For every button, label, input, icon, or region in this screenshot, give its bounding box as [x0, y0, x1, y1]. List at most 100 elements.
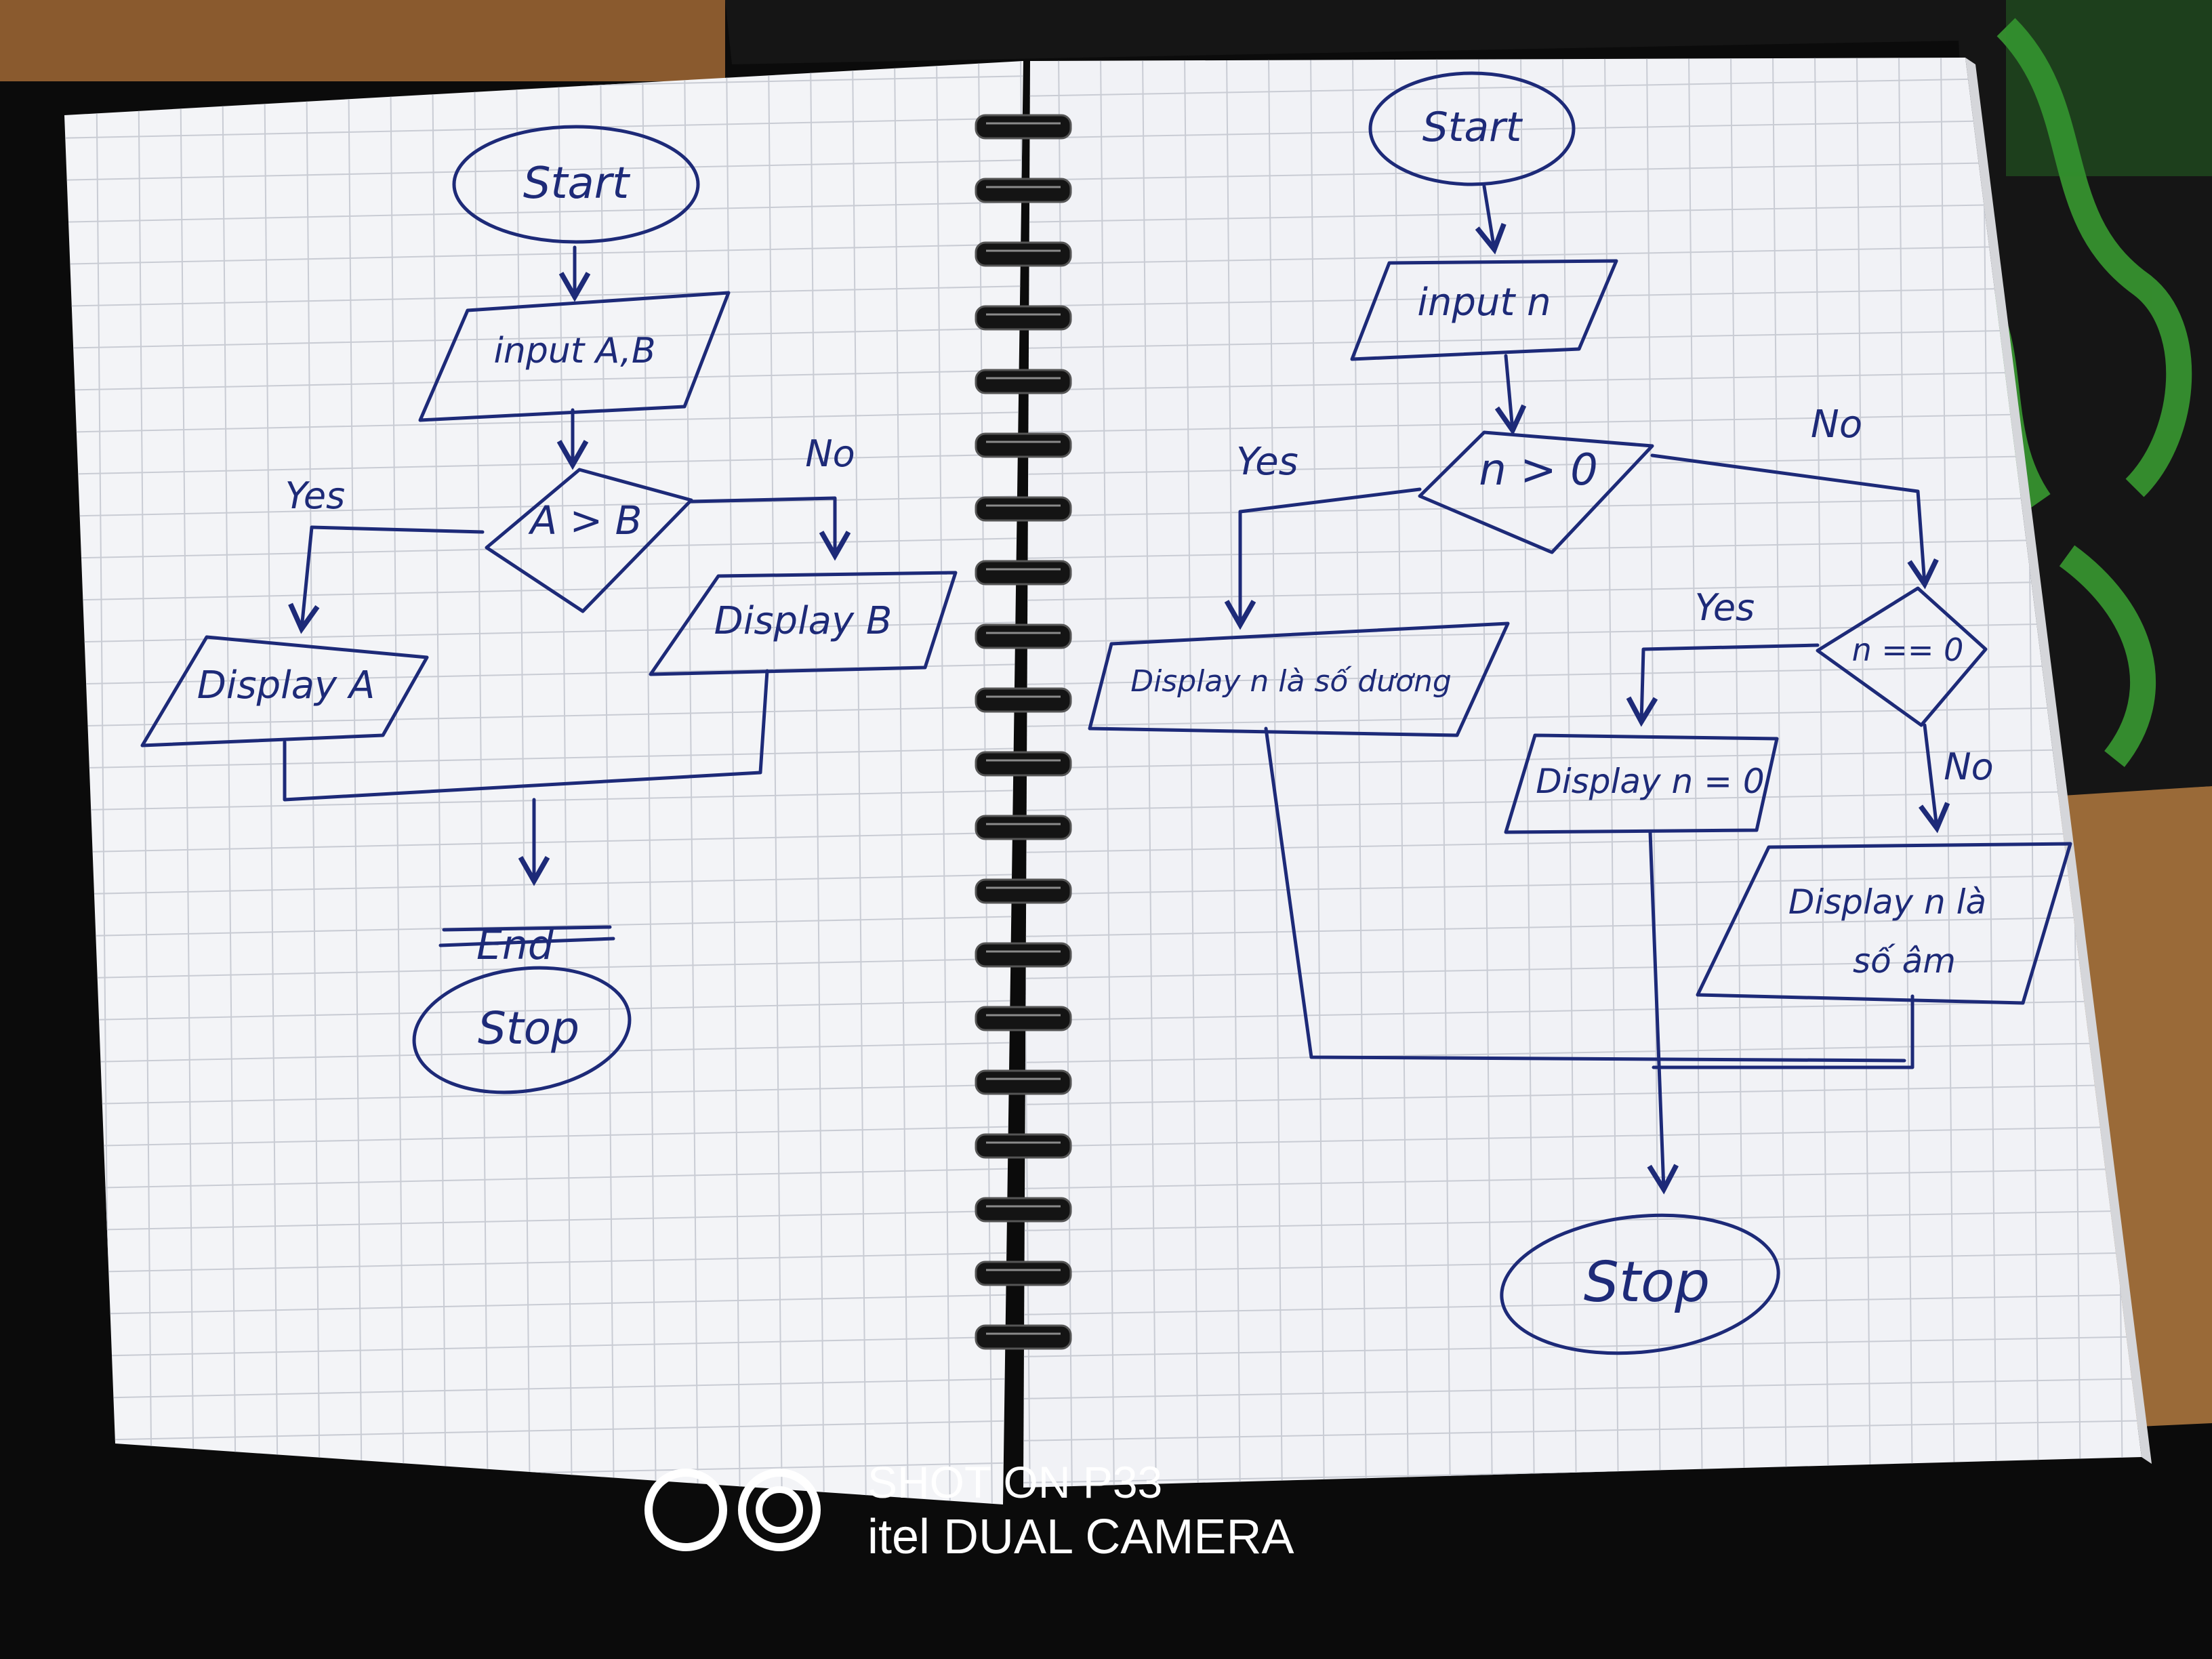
grid-line	[1436, 58, 1451, 1488]
grid-line	[1856, 58, 1871, 1488]
spiral-ring	[975, 687, 1072, 713]
grid-line	[64, 579, 1023, 601]
right-decision1-diamond	[1418, 430, 1654, 554]
grid-line	[726, 61, 741, 1504]
grid-line	[64, 747, 1023, 769]
grid-line	[348, 61, 363, 1504]
spiral-binding	[975, 114, 1072, 1350]
left-input-text: input A,B	[493, 331, 655, 371]
grid-line	[390, 61, 405, 1504]
page-stack-edge	[1965, 58, 2152, 1464]
grid-line	[1023, 663, 2142, 685]
grid-line	[1023, 537, 2142, 559]
grid-line	[64, 1084, 1023, 1105]
grid-line	[1478, 58, 1493, 1488]
right-yes1-branch	[1224, 487, 1422, 630]
left-decision-text: A > B	[528, 497, 642, 544]
right-display-negative-box	[1696, 842, 2072, 1005]
grid-line	[64, 285, 1023, 307]
grid-line	[222, 61, 237, 1504]
right-display-positive-box	[1088, 621, 1510, 737]
grid-line	[64, 832, 1023, 853]
grid-line	[64, 1336, 1023, 1357]
grid-line	[64, 1294, 1023, 1315]
grid-line	[1940, 58, 1955, 1488]
grid-line	[1688, 58, 1703, 1488]
grid-line	[1023, 832, 2142, 853]
right-yes2-text: Yes	[1695, 586, 1755, 629]
grid-line	[64, 1252, 1023, 1273]
grid-line	[64, 1168, 1023, 1189]
grid-line	[1310, 58, 1325, 1488]
grid-line	[1023, 201, 2142, 223]
grid-line	[1394, 58, 1409, 1488]
spiral-ring	[975, 1006, 1072, 1031]
grid-line	[1268, 58, 1283, 1488]
grid-line	[1023, 790, 2142, 811]
grid-line	[1646, 58, 1661, 1488]
grid-line	[1520, 58, 1535, 1488]
grid-line	[600, 61, 615, 1504]
right-decision2-text: n == 0	[1852, 632, 1964, 668]
left-start-text: Start	[523, 159, 631, 209]
grid-line	[1023, 1294, 2142, 1315]
spiral-ring	[975, 496, 1072, 522]
grid-line	[64, 495, 1023, 517]
right-decision2-diamond	[1816, 586, 1988, 727]
grid-line	[64, 201, 1023, 223]
right-zero-down-line	[1647, 830, 1679, 1195]
grid-line	[1023, 916, 2142, 937]
left-input-parallelogram	[418, 291, 731, 422]
right-flowchart: Start input n n > 0 Yes No Display n là …	[1088, 71, 2072, 1355]
left-page	[64, 61, 1023, 1504]
grid-line	[64, 1042, 1023, 1063]
grid-line	[1023, 747, 2142, 769]
right-yes2-branch	[1626, 643, 1820, 727]
grid-line	[1730, 58, 1745, 1488]
left-merge-line	[283, 669, 769, 802]
left-yes-text: Yes	[285, 474, 345, 517]
right-start-text: Start	[1422, 104, 1523, 151]
grid-line	[1023, 705, 2142, 727]
right-input-text: input n	[1417, 281, 1551, 325]
right-negative-down-line	[1652, 994, 1914, 1069]
grid-line	[64, 537, 1023, 559]
grid-line	[1898, 58, 1913, 1488]
right-start-terminal	[1368, 71, 1576, 186]
grid-line	[1023, 159, 2142, 181]
spiral-ring	[975, 178, 1072, 203]
grid-line	[810, 61, 825, 1504]
right-no1-branch	[1650, 453, 1939, 590]
grid-line	[1023, 1000, 2142, 1021]
grid-line	[768, 61, 783, 1504]
grid-line	[64, 1000, 1023, 1021]
grid-line	[180, 61, 194, 1504]
grid-line	[684, 61, 699, 1504]
right-no2-text: No	[1944, 745, 1993, 788]
grid-line	[1023, 369, 2142, 391]
right-input-parallelogram	[1350, 259, 1618, 361]
grid-line	[894, 61, 909, 1504]
spiral-ring	[975, 1197, 1072, 1223]
right-arrow-start-input	[1475, 184, 1507, 255]
grid-line	[1023, 117, 2142, 139]
grid-line	[1023, 1042, 2142, 1063]
grid-line	[64, 1378, 1023, 1399]
left-stop-text: Stop	[478, 1002, 579, 1054]
grid-line	[1352, 58, 1367, 1488]
grid-line	[64, 327, 1023, 349]
left-display-b-text: Display B	[714, 599, 893, 643]
spiral-ring	[975, 305, 1072, 331]
grid-line	[64, 1210, 1023, 1231]
grid-line	[1023, 1084, 2142, 1105]
right-positive-down-line	[1264, 726, 1906, 1063]
spiral-ring	[975, 1133, 1072, 1159]
left-yes-branch	[288, 525, 485, 634]
right-display-zero-box	[1504, 733, 1779, 834]
grid-line	[1772, 58, 1787, 1488]
left-no-branch	[689, 496, 851, 561]
right-stop-terminal	[1500, 1213, 1780, 1355]
grid-line	[1023, 1126, 2142, 1147]
right-no2-branch	[1919, 723, 1950, 834]
grid-line	[1023, 495, 2142, 517]
